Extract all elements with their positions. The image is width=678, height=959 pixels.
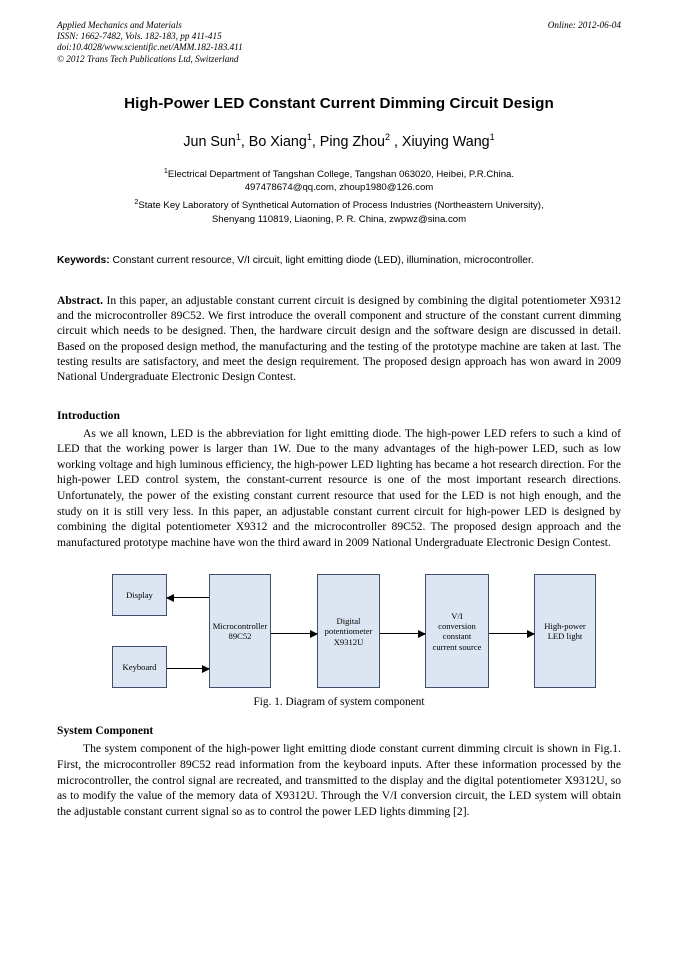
diagram-box-vi-conversion-label-1: V/I bbox=[451, 610, 463, 621]
online-date: Online: 2012-06-04 bbox=[547, 20, 621, 30]
section-body-system-component: The system component of the high-power l… bbox=[57, 742, 621, 818]
author-1-affil-marker: 1 bbox=[235, 131, 241, 142]
diagram-box-microcontroller: Microcontroller 89C52 bbox=[209, 574, 271, 689]
diagram-box-vi-conversion-label-2: conversion bbox=[438, 620, 476, 631]
affiliation-2-text: State Key Laboratory of Synthetical Auto… bbox=[138, 200, 544, 212]
diagram-box-vi-conversion-label-3: constant bbox=[442, 631, 472, 642]
figure-1-caption: Fig. 1. Diagram of system component bbox=[253, 696, 425, 709]
affiliation-1-emails: 497478674@qq.com, zhoup1980@126.com bbox=[244, 182, 434, 194]
author-2-affil-marker: 1 bbox=[306, 131, 312, 142]
arrow-vi-to-led bbox=[489, 629, 535, 638]
diagram-box-digital-potentiometer-label-2: potentiometer bbox=[324, 626, 373, 637]
author-list: Jun Sun1, Bo Xiang1, Ping Zhou2 , Xiuyin… bbox=[57, 132, 621, 150]
abstract-text: In this paper, an adjustable constant cu… bbox=[57, 293, 621, 384]
masthead: Applied Mechanics and Materials ISSN: 16… bbox=[57, 20, 621, 65]
author-4-affil-marker: 1 bbox=[489, 131, 495, 142]
affiliation-1-marker: 1 bbox=[163, 165, 168, 175]
affiliation-1: 1Electrical Department of Tangshan Colle… bbox=[57, 164, 621, 182]
diagram-box-display-label: Display bbox=[126, 590, 153, 601]
diagram-box-keyboard: Keyboard bbox=[112, 646, 167, 689]
affiliation-block: 1Electrical Department of Tangshan Colle… bbox=[57, 164, 621, 227]
affiliation-1-text: Electrical Department of Tangshan Colleg… bbox=[167, 168, 515, 180]
diagram-box-digital-potentiometer: Digital potentiometer X9312U bbox=[317, 574, 380, 689]
page-content: Applied Mechanics and Materials ISSN: 16… bbox=[57, 20, 621, 819]
arrow-potentiometer-to-vi bbox=[380, 629, 426, 638]
author-2-name: , Bo Xiang bbox=[240, 133, 307, 150]
arrow-keyboard-to-microcontroller bbox=[167, 664, 210, 673]
affiliation-2-marker: 2 bbox=[134, 196, 139, 206]
section-body-introduction: As we all known, LED is the abbreviation… bbox=[57, 426, 621, 549]
author-4-name: , Xiuying Wang bbox=[390, 133, 490, 150]
diagram-box-led-light: High-power LED light bbox=[534, 574, 596, 689]
journal-name: Applied Mechanics and Materials bbox=[57, 20, 182, 30]
figure-1: Display Keyboard Microcontroller 89C52 D… bbox=[57, 568, 621, 708]
author-3-name: , Ping Zhou bbox=[311, 133, 385, 150]
author-3-affil-marker: 2 bbox=[384, 131, 390, 142]
affiliation-2-location: Shenyang 110819, Liaoning, P. R. China, … bbox=[211, 213, 467, 225]
arrow-microcontroller-to-potentiometer bbox=[271, 629, 318, 638]
abstract-block: Abstract. In this paper, an adjustable c… bbox=[57, 293, 621, 385]
author-1-name: Jun Sun bbox=[183, 133, 236, 150]
diagram-box-keyboard-label: Keyboard bbox=[122, 662, 157, 673]
diagram-box-digital-potentiometer-label-3: X9312U bbox=[333, 636, 364, 647]
diagram-box-led-light-label-1: High-power bbox=[544, 620, 586, 631]
figure-1-canvas: Display Keyboard Microcontroller 89C52 D… bbox=[57, 568, 621, 708]
copyright-line: © 2012 Trans Tech Publications Ltd, Swit… bbox=[57, 53, 239, 64]
affiliation-2: 2State Key Laboratory of Synthetical Aut… bbox=[57, 195, 621, 213]
page-title: High-Power LED Constant Current Dimming … bbox=[124, 94, 554, 112]
diagram-box-microcontroller-label-1: Microcontroller bbox=[212, 620, 268, 631]
abstract-label: Abstract. bbox=[57, 293, 104, 307]
keywords-label: Keywords: bbox=[57, 255, 110, 267]
diagram-box-digital-potentiometer-label-1: Digital bbox=[336, 615, 361, 626]
issn-line: ISSN: 1662-7482, Vols. 182-183, pp 411-4… bbox=[57, 31, 222, 42]
arrow-microcontroller-to-display bbox=[166, 593, 209, 602]
diagram-box-led-light-label-2: LED light bbox=[547, 631, 583, 642]
diagram-box-microcontroller-label-2: 89C52 bbox=[228, 631, 252, 642]
section-heading-system-component: System Component bbox=[57, 724, 154, 738]
section-heading-introduction: Introduction bbox=[57, 408, 120, 422]
diagram-box-vi-conversion-label-4: current source bbox=[432, 641, 482, 652]
keywords-block: Keywords: Constant current resource, V/I… bbox=[57, 254, 621, 269]
doi-line: doi:10.4028/www.scientific.net/AMM.182-1… bbox=[57, 42, 243, 53]
diagram-box-vi-conversion: V/I conversion constant current source bbox=[425, 574, 489, 689]
diagram-box-display: Display bbox=[112, 574, 167, 617]
keywords-text: Constant current resource, V/I circuit, … bbox=[112, 255, 534, 267]
